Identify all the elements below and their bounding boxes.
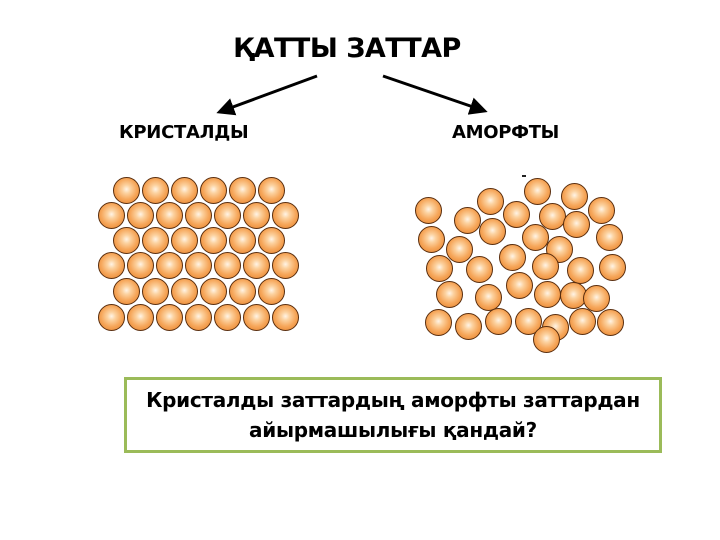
amorphous-particle — [561, 183, 588, 210]
crystal-particle — [185, 304, 212, 331]
crystal-particle — [156, 252, 183, 279]
crystal-particle — [142, 177, 169, 204]
crystal-particle — [98, 304, 125, 331]
amorphous-particle — [596, 224, 623, 251]
amorphous-particle — [563, 211, 590, 238]
amorphous-particle — [567, 257, 594, 284]
crystal-particle — [272, 252, 299, 279]
amorphous-particle — [454, 207, 481, 234]
label-crystalline: КРИСТАЛДЫ — [119, 122, 249, 143]
crystal-particle — [229, 177, 256, 204]
amorphous-particle — [522, 224, 549, 251]
arrow-right-icon — [382, 74, 488, 115]
amorphous-particle — [475, 284, 502, 311]
amorphous-particle — [485, 308, 512, 335]
crystal-particle — [258, 278, 285, 305]
crystal-particle — [171, 278, 198, 305]
amorphous-particle — [436, 281, 463, 308]
amorphous-particle — [524, 178, 551, 205]
crystal-particle — [142, 227, 169, 254]
amorphous-particle — [539, 203, 566, 230]
question-line-2: айырмашылығы қандай? — [249, 418, 537, 442]
crystal-particle — [214, 252, 241, 279]
crystal-particle — [200, 227, 227, 254]
crystal-particle — [214, 202, 241, 229]
crystal-particle — [127, 252, 154, 279]
amorphous-particle — [534, 281, 561, 308]
amorphous-particle — [499, 244, 526, 271]
crystal-particle — [200, 177, 227, 204]
label-amorphous: АМОРФТЫ — [452, 122, 560, 143]
crystal-particle — [113, 227, 140, 254]
amorphous-particle — [506, 272, 533, 299]
crystal-particle — [171, 227, 198, 254]
crystal-particle — [243, 304, 270, 331]
stray-mark — [522, 175, 526, 177]
crystal-particle — [171, 177, 198, 204]
crystal-particle — [113, 278, 140, 305]
amorphous-particle — [560, 282, 587, 309]
amorphous-particle — [477, 188, 504, 215]
crystal-particle — [258, 227, 285, 254]
crystal-particle — [272, 202, 299, 229]
amorphous-particle — [503, 201, 530, 228]
amorphous-particle — [415, 197, 442, 224]
amorphous-particle — [597, 309, 624, 336]
amorphous-particle — [426, 255, 453, 282]
crystal-particle — [200, 278, 227, 305]
amorphous-particle — [466, 256, 493, 283]
crystal-particle — [272, 304, 299, 331]
crystal-particle — [258, 177, 285, 204]
amorphous-particle — [546, 236, 573, 263]
crystal-particle — [229, 278, 256, 305]
amorphous-particle — [532, 253, 559, 280]
amorphous-particle — [599, 254, 626, 281]
crystal-particle — [156, 304, 183, 331]
crystal-particle — [243, 202, 270, 229]
crystal-particle — [214, 304, 241, 331]
question-line-1: Кристалды заттардың аморфты заттардан — [146, 388, 640, 412]
amorphous-particle — [425, 309, 452, 336]
crystal-particle — [229, 227, 256, 254]
amorphous-particle — [418, 226, 445, 253]
crystal-particle — [127, 202, 154, 229]
question-box: Кристалды заттардың аморфты заттардан ай… — [124, 377, 662, 453]
crystal-particle — [127, 304, 154, 331]
amorphous-particle — [583, 285, 610, 312]
amorphous-particle — [479, 218, 506, 245]
crystal-particle — [113, 177, 140, 204]
crystal-particle — [142, 278, 169, 305]
arrow-left-icon — [216, 74, 318, 116]
crystal-particle — [185, 252, 212, 279]
amorphous-particle — [569, 308, 596, 335]
amorphous-particle — [588, 197, 615, 224]
crystal-particle — [98, 252, 125, 279]
amorphous-particle — [455, 313, 482, 340]
crystal-particle — [243, 252, 270, 279]
crystal-particle — [98, 202, 125, 229]
amorphous-particle — [533, 326, 560, 353]
crystal-particle — [156, 202, 183, 229]
amorphous-particle — [446, 236, 473, 263]
crystal-particle — [185, 202, 212, 229]
page-title: ҚАТТЫ ЗАТТАР — [233, 33, 461, 64]
